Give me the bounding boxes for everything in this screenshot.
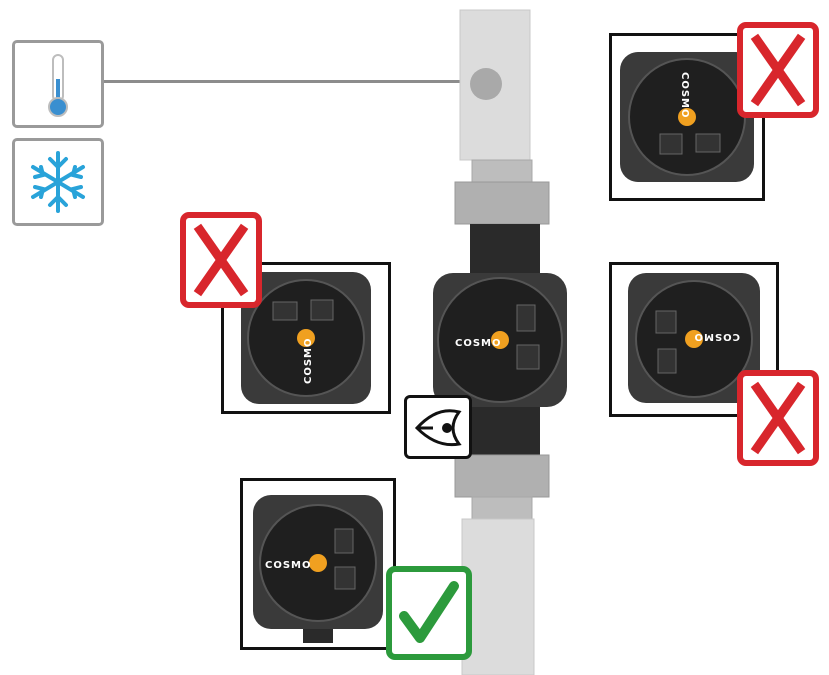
pipe-sensor [470, 68, 502, 100]
bottom-pump-brand: COSMO [265, 560, 312, 571]
x-mark-icon [750, 33, 806, 107]
thermometer-icon [48, 54, 68, 117]
left-pump-brand: COSMO [303, 338, 314, 385]
right-pump-brand: COSMO [694, 331, 741, 342]
eye-icon [414, 409, 462, 447]
center-pump-brand: COSMO [455, 338, 502, 349]
center-pump: COSMO [433, 273, 567, 407]
pump-top-right: COSMO [620, 52, 754, 182]
pump-right: COSMO [628, 273, 760, 403]
top-right-pump-brand: COSMO [679, 72, 690, 119]
invalid-badge-left [180, 212, 262, 308]
invalid-badge-right [737, 370, 819, 466]
invalid-badge-top-right [737, 22, 819, 118]
view-direction-box [404, 395, 472, 459]
x-mark-icon [193, 223, 249, 297]
pump-option-top-right: COSMO [609, 33, 765, 201]
snowflake-icon [31, 151, 85, 213]
snowflake-box [12, 138, 104, 226]
thermometer-box [12, 40, 104, 128]
x-mark-icon [750, 381, 806, 455]
pump-option-bottom: COSMO [240, 478, 396, 650]
pump-left: COSMO [241, 272, 371, 404]
pump-bottom: COSMO [253, 495, 383, 643]
valid-badge-bottom [386, 566, 472, 660]
check-mark-icon [399, 581, 459, 643]
sensor-connector-line [102, 80, 482, 83]
